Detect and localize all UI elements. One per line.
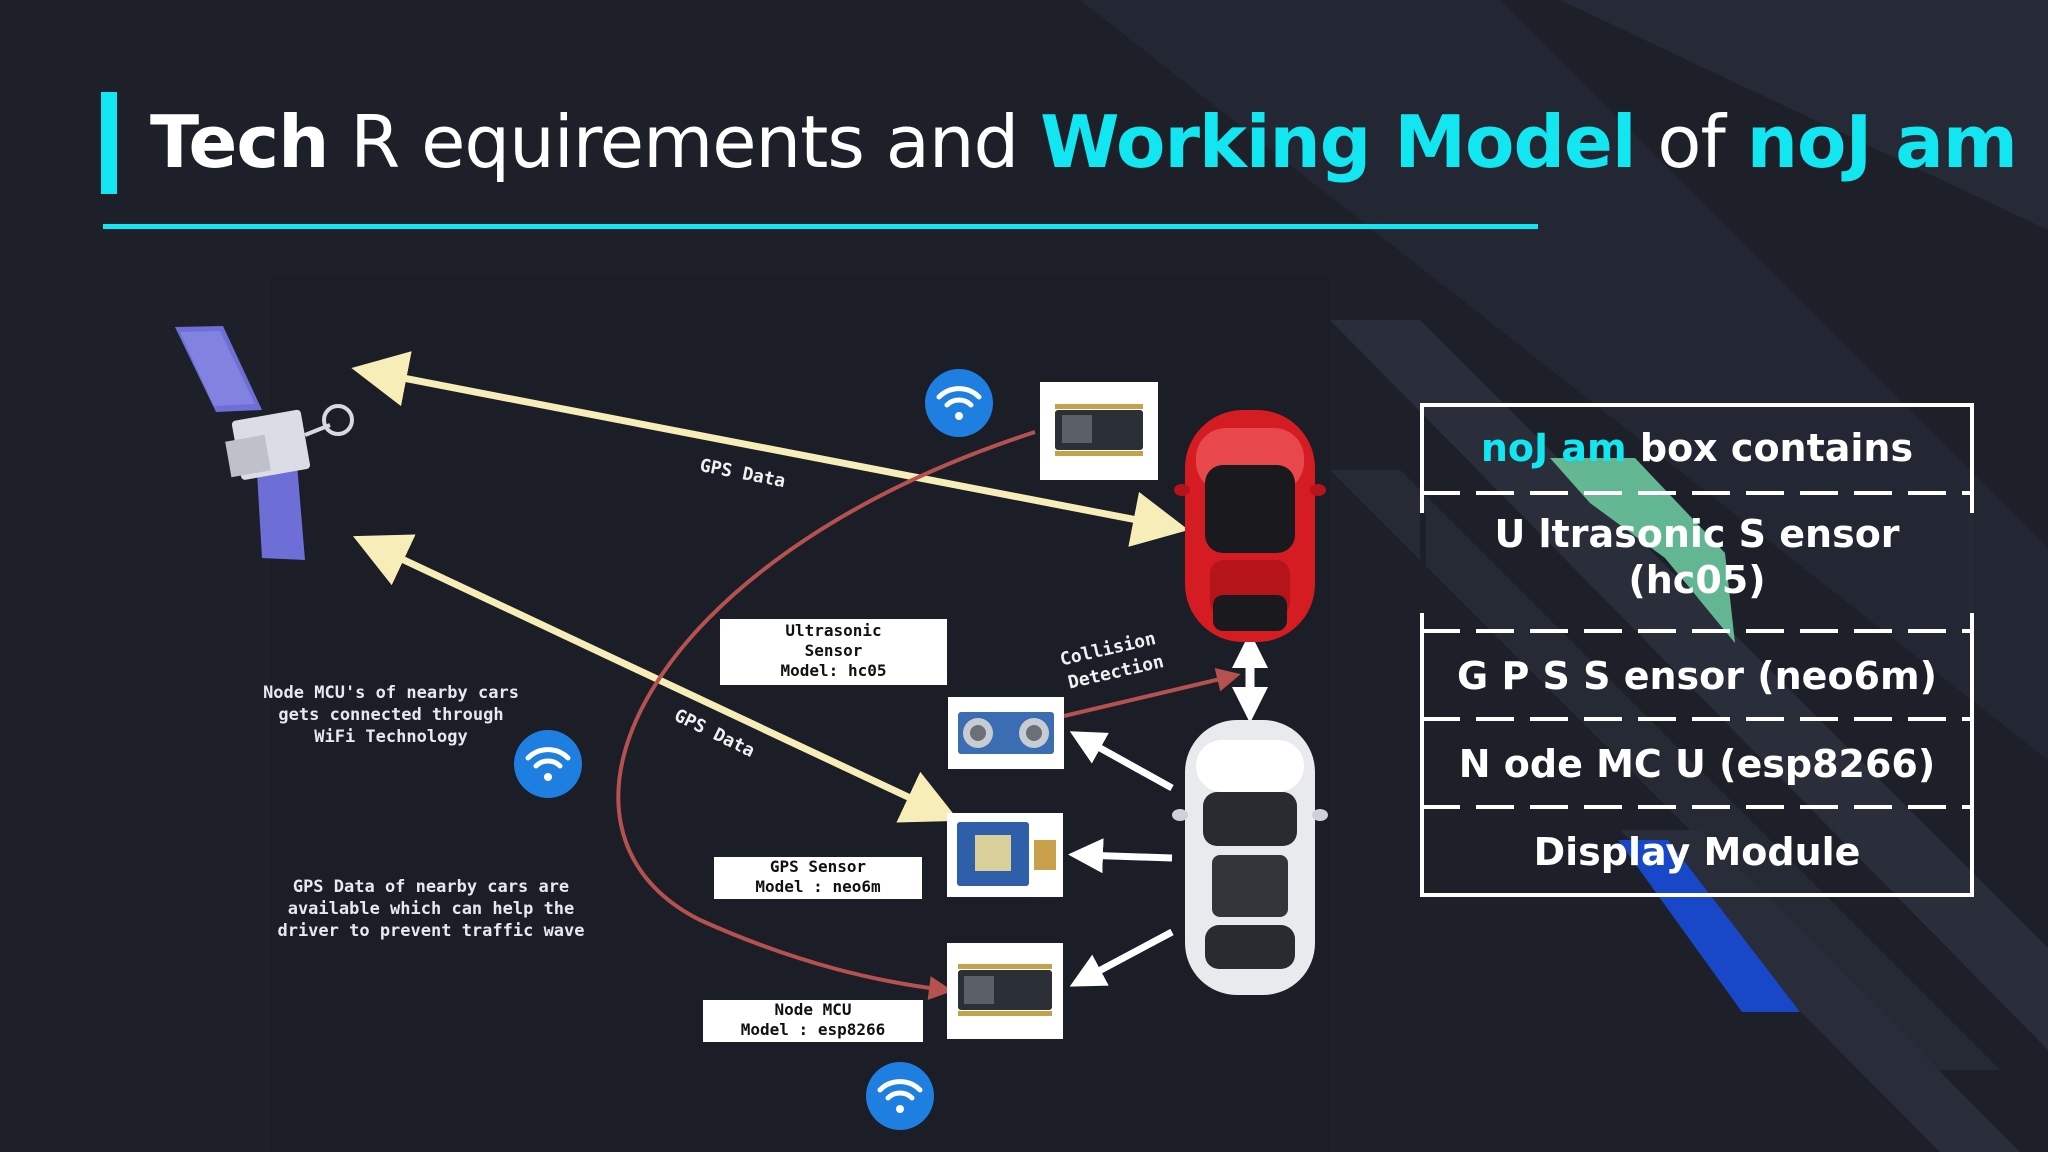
nojam-box-item-line: (hc05) (1628, 558, 1766, 602)
wifi-link-curve (616, 430, 1036, 1000)
title-underline (103, 224, 1538, 229)
label-gps-line: Model : neo6m (755, 877, 881, 896)
note-gps-line: driver to prevent traffic wave (277, 921, 585, 941)
nojam-box-item-display: Display Module (1420, 827, 1974, 877)
sensor-arrow-3 (1069, 928, 1174, 987)
nojam-box: noJ am box contains U ltrasonic S ensor … (1420, 403, 1974, 897)
collision-arrow (1063, 668, 1241, 718)
nojam-box-item-line: N ode MC U (esp8266) (1458, 742, 1936, 786)
gps-arrow-top (351, 351, 1189, 547)
sensor-arrow-2 (1068, 838, 1173, 874)
ultrasonic-sensor-image (948, 697, 1064, 769)
label-nodemcu: Node MCU Model : esp8266 (703, 1000, 923, 1042)
note-wifi-line: gets connected through (278, 705, 504, 725)
title-part-nojam: noJ am (1746, 100, 2018, 184)
nojam-box-item-nodemcu: N ode MC U (esp8266) (1420, 739, 1974, 789)
note-gps-line: available which can help the (287, 899, 575, 919)
label-gps: GPS Sensor Model : neo6m (714, 857, 922, 899)
title-part-tech: Tech (150, 100, 329, 184)
title-part-of: of (1635, 100, 1747, 184)
wifi-icon (514, 730, 582, 798)
nojam-box-item-line: U ltrasonic S ensor (1494, 512, 1900, 556)
white-car-image (1172, 720, 1328, 995)
nojam-box-header-text: box contains (1626, 426, 1914, 470)
satellite-icon (175, 326, 354, 560)
nojam-box-item-line: G P S S ensor (neo6m) (1457, 654, 1937, 698)
nojam-box-item-gps: G P S S ensor (neo6m) (1420, 651, 1974, 701)
red-car-image (1174, 410, 1326, 642)
note-wifi-line: WiFi Technology (314, 727, 468, 747)
note-wifi: Node MCU's of nearby cars gets connected… (226, 682, 556, 748)
label-ultrasonic-line: Model: hc05 (780, 661, 887, 680)
note-wifi-line: Node MCU's of nearby cars (263, 683, 519, 703)
label-gps-line: GPS Sensor (769, 857, 867, 876)
nojam-box-header: noJ am box contains (1420, 423, 1974, 473)
title-part-requirements: R equirements and (328, 100, 1041, 184)
label-ultrasonic-line: Ultrasonic (785, 621, 882, 640)
page-title: Tech R equirements and Working Model of … (150, 88, 2018, 196)
wifi-icon (925, 369, 993, 437)
gps-sensor-image (947, 813, 1063, 897)
label-ultrasonic: Ultrasonic Sensor Model: hc05 (720, 619, 947, 685)
wifi-icon (866, 1062, 934, 1130)
nojam-box-item-ultrasonic: U ltrasonic S ensor (hc05) (1420, 511, 1974, 603)
label-nodemcu-line: Model : esp8266 (740, 1020, 886, 1039)
nodemcu-board-image-bottom (947, 943, 1063, 1039)
label-nodemcu-line: Node MCU (774, 1000, 852, 1019)
nodemcu-board-image-top (1040, 382, 1158, 480)
nojam-box-header-brand: noJ am (1480, 426, 1627, 470)
nojam-box-item-line: Display Module (1533, 830, 1861, 874)
nojam-box-outline (1420, 403, 1974, 897)
title-part-working-model: Working Model (1040, 100, 1636, 184)
note-gps: GPS Data of nearby cars are available wh… (226, 876, 636, 942)
note-gps-line: GPS Data of nearby cars are (292, 877, 570, 897)
title-accent-bar (101, 92, 117, 194)
gps-arrow-mid (352, 534, 960, 823)
sensor-arrow-1 (1069, 731, 1174, 792)
label-ultrasonic-line: Sensor (804, 641, 863, 660)
